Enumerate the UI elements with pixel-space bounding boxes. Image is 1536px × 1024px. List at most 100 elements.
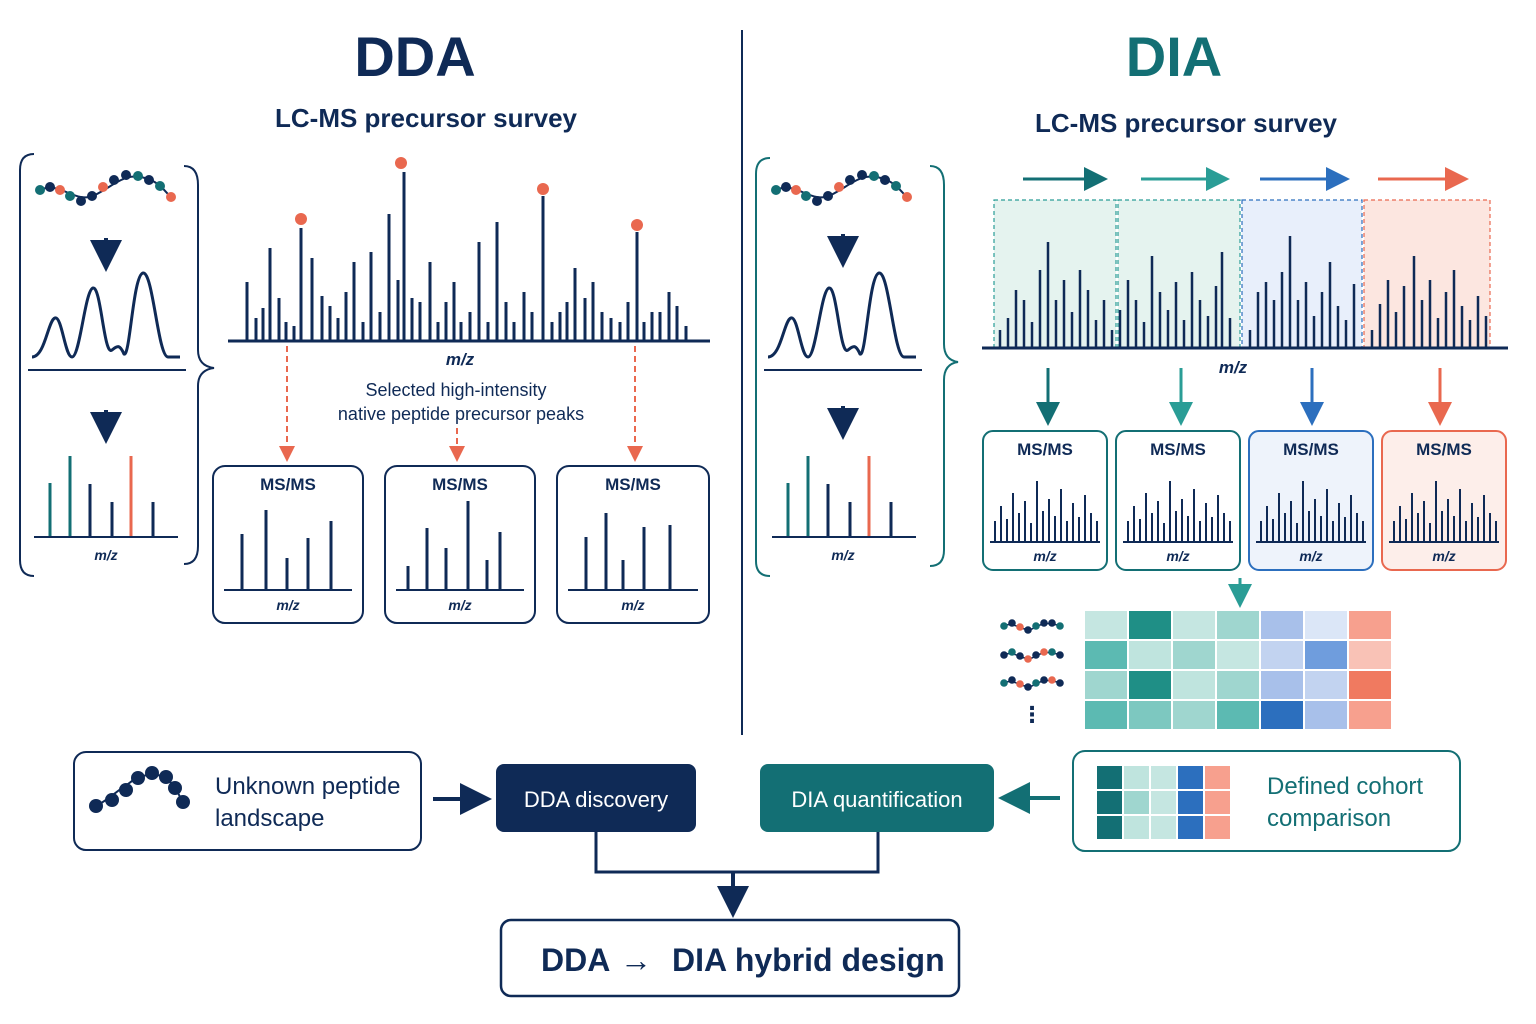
heatmap-cell — [1347, 639, 1393, 671]
dia-more-rows-ellipsis: ⋮ — [1021, 702, 1043, 727]
heatmap-cell — [1215, 609, 1261, 641]
heatmap-cell — [1215, 669, 1261, 701]
dda-discovery-label: DDA discovery — [524, 787, 668, 812]
heatmap-cell — [1303, 669, 1349, 701]
heatmap-cell — [1083, 699, 1129, 731]
svg-text:MS/MS: MS/MS — [605, 475, 661, 494]
cohort-grid-cell — [1176, 814, 1205, 841]
cohort-grid-cell — [1095, 764, 1124, 791]
selected-precursor-marker — [631, 219, 643, 231]
heatmap-cell — [1127, 699, 1173, 731]
svg-text:m/z: m/z — [621, 597, 644, 613]
dia-quantification-label: DIA quantification — [791, 787, 962, 812]
svg-text:m/z: m/z — [1033, 548, 1056, 564]
heatmap-cell — [1171, 609, 1217, 641]
cohort-grid-cell — [1176, 789, 1205, 816]
cohort-grid-cell — [1176, 764, 1205, 791]
dia-quantification-box: DIA quantification — [760, 764, 994, 832]
cohort-grid-icon — [1095, 764, 1232, 841]
heatmap-cell — [1259, 609, 1305, 641]
heatmap-cell — [1171, 699, 1217, 731]
cohort-label-line1: Defined cohort — [1267, 773, 1423, 800]
heatmap-cell — [1347, 669, 1393, 701]
heatmap-cell — [1347, 699, 1393, 731]
dia-isolation-windows — [993, 199, 1491, 349]
dda-survey-spectrum — [245, 157, 688, 340]
dda-workflow-bracket — [19, 153, 215, 577]
cohort-grid-cell — [1203, 764, 1232, 791]
dia-mini-axis-label: m/z — [831, 547, 854, 563]
unknown-peptide-box: Unknown peptide landscape — [73, 751, 422, 851]
svg-text:MS/MS: MS/MS — [260, 475, 316, 494]
dia-msms-box-1: MS/MS m/z — [982, 430, 1108, 571]
dia-survey-label: LC-MS precursor survey — [1035, 108, 1338, 138]
cohort-grid-cell — [1203, 814, 1232, 841]
heatmap-cell — [1127, 639, 1173, 671]
dia-survey-spectrum — [998, 236, 1488, 347]
merge-connector — [594, 832, 880, 874]
heatmap-cell — [1303, 699, 1349, 731]
heatmap-cell — [1083, 669, 1129, 701]
dia-mini-spectrum — [772, 456, 916, 538]
heatmap-cell — [1259, 699, 1305, 731]
heatmap-cell — [1083, 609, 1129, 641]
dia-msms-box-3: MS/MS m/z — [1248, 430, 1374, 571]
selected-precursor-marker — [395, 157, 407, 169]
dia-workflow-bracket — [755, 157, 959, 577]
heatmap-cell — [1083, 639, 1129, 671]
dda-discovery-box: DDA discovery — [496, 764, 696, 832]
cohort-grid-cell — [1149, 789, 1178, 816]
hybrid-design-box: DDA → DIA hybrid design — [499, 918, 961, 998]
dia-peptide-row-icons — [1000, 619, 1064, 691]
dda-msms-box-1: MS/MS m/z — [212, 465, 364, 624]
heatmap-cell — [1347, 609, 1393, 641]
heatmap-cell — [1215, 699, 1261, 731]
heatmap-cell — [1303, 609, 1349, 641]
heatmap-cell — [1171, 669, 1217, 701]
dda-title: DDA — [354, 25, 475, 88]
svg-text:m/z: m/z — [1432, 548, 1455, 564]
svg-text:MS/MS: MS/MS — [1150, 440, 1206, 459]
hybrid-label-left: DDA — [541, 942, 610, 978]
dda-chromatogram — [28, 271, 186, 371]
svg-text:MS/MS: MS/MS — [1283, 440, 1339, 459]
selected-precursor-marker — [295, 213, 307, 225]
dda-msms-box-3: MS/MS m/z — [556, 465, 710, 624]
dia-window-down-arrows — [1036, 368, 1452, 426]
unknown-peptide-label-line2: landscape — [215, 805, 324, 832]
heatmap-cell — [1127, 609, 1173, 641]
svg-text:m/z: m/z — [1299, 548, 1322, 564]
cohort-grid-cell — [1122, 764, 1151, 791]
svg-text:MS/MS: MS/MS — [1017, 440, 1073, 459]
dia-msms-box-4: MS/MS m/z — [1381, 430, 1507, 571]
heatmap-cell — [1215, 639, 1261, 671]
heatmap-cell — [1259, 639, 1305, 671]
cohort-grid-cell — [1149, 814, 1178, 841]
dia-title: DIA — [1126, 25, 1222, 88]
cohort-grid-cell — [1095, 789, 1124, 816]
heatmap-cell — [1127, 669, 1173, 701]
hybrid-label-right: DIA hybrid design — [672, 942, 945, 978]
dda-msms-box-2: MS/MS m/z — [384, 465, 536, 624]
dda-selection-note-line2: native peptide precursor peaks — [338, 404, 584, 424]
dda-survey-axis-label: m/z — [446, 350, 475, 369]
svg-text:m/z: m/z — [276, 597, 299, 613]
svg-text:MS/MS: MS/MS — [432, 475, 488, 494]
cohort-grid-cell — [1095, 814, 1124, 841]
cohort-grid-cell — [1203, 789, 1232, 816]
cohort-grid-cell — [1149, 764, 1178, 791]
heatmap-cell — [1303, 639, 1349, 671]
svg-text:MS/MS: MS/MS — [1416, 440, 1472, 459]
selected-precursor-marker — [537, 183, 549, 195]
svg-text:m/z: m/z — [448, 597, 471, 613]
heatmap-cell — [1171, 639, 1217, 671]
cohort-grid-cell — [1122, 814, 1151, 841]
dda-mini-spectrum — [34, 456, 178, 538]
unknown-peptide-icon — [89, 766, 190, 813]
dda-peptide-chain — [35, 170, 176, 206]
dia-peptide-chain — [771, 170, 912, 206]
dia-chromatogram — [764, 271, 922, 371]
hybrid-arrow-glyph: → — [620, 942, 652, 978]
dia-msms-box-2: MS/MS m/z — [1115, 430, 1241, 571]
heatmap-cell — [1259, 669, 1305, 701]
